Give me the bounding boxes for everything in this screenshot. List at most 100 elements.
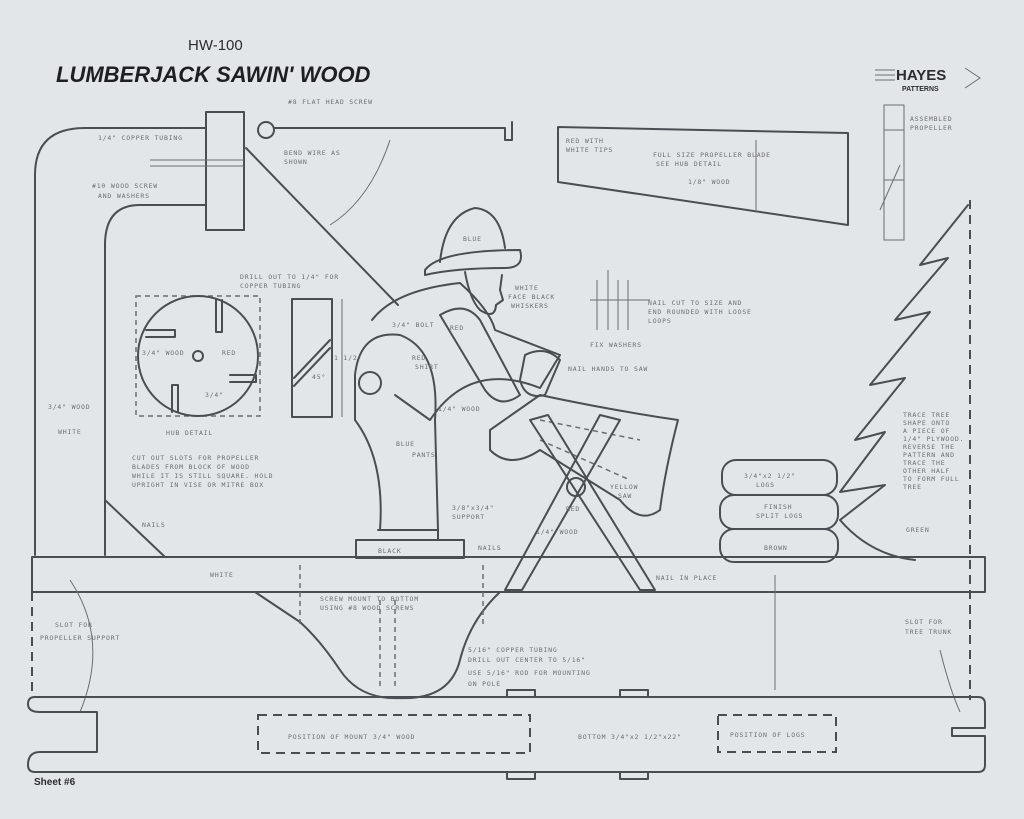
hub-block bbox=[205, 111, 245, 231]
label: POSITION OF LOGS bbox=[730, 731, 805, 739]
label: WHISKERS bbox=[511, 302, 549, 310]
label: 3/4" WOOD bbox=[48, 403, 90, 411]
label: TO FORM FULL bbox=[903, 475, 960, 483]
label: BLUE bbox=[463, 235, 482, 243]
propeller-support bbox=[34, 127, 206, 556]
label: END ROUNDED WITH LOOSE bbox=[648, 308, 752, 316]
label: SUPPORT bbox=[452, 513, 485, 521]
label: RED WITH bbox=[566, 137, 604, 145]
label: SHOWN bbox=[284, 158, 308, 166]
brand-sub: PATTERNS bbox=[902, 86, 939, 93]
label: RED bbox=[450, 324, 464, 332]
brand-name: HAYES bbox=[896, 67, 946, 84]
pattern-title: LUMBERJACK SAWIN' WOOD bbox=[56, 62, 371, 87]
label: PATTERN AND bbox=[903, 451, 955, 459]
label: 1/4" PLYWOOD. bbox=[903, 435, 964, 443]
label: WHITE bbox=[515, 284, 539, 292]
label: SHAPE ONTO bbox=[903, 419, 950, 427]
label: #10 WOOD SCREW bbox=[92, 182, 158, 190]
label: SLOT FOR bbox=[905, 618, 943, 626]
mount-position bbox=[257, 714, 531, 754]
label: USING #8 WOOD SCREWS bbox=[320, 604, 414, 612]
sheet-number: Sheet #6 bbox=[34, 777, 76, 788]
arm bbox=[439, 307, 521, 403]
label: TRACE TREE bbox=[903, 411, 950, 419]
label: REVERSE THE bbox=[903, 443, 955, 451]
label: 1/4" COPPER TUBING bbox=[98, 134, 183, 142]
annotations: #8 FLAT HEAD SCREW 1/4" COPPER TUBING #1… bbox=[40, 98, 964, 741]
label: COPPER TUBING bbox=[240, 282, 301, 290]
label: PROPELLER SUPPORT bbox=[40, 634, 120, 642]
label: FINISH bbox=[764, 503, 792, 511]
boots bbox=[355, 539, 465, 559]
label: FACE BLACK bbox=[508, 293, 555, 301]
label: BEND WIRE AS bbox=[284, 149, 341, 157]
label: DRILL OUT CENTER TO 5/16" bbox=[468, 656, 586, 664]
label: 1/8" WOOD bbox=[688, 178, 730, 186]
label: RED bbox=[566, 505, 580, 513]
label: DRILL OUT TO 1/4" FOR bbox=[240, 273, 339, 281]
hand bbox=[519, 350, 561, 397]
label: NAIL IN PLACE bbox=[656, 574, 717, 582]
label: 1 1/2" bbox=[334, 354, 362, 362]
label: NAILS bbox=[478, 544, 502, 552]
log-stack bbox=[719, 459, 839, 563]
lumberjack-figure bbox=[354, 207, 561, 559]
label: WHITE TIPS bbox=[566, 146, 613, 154]
label: 3/4" bbox=[205, 391, 224, 399]
propeller-blade bbox=[557, 126, 849, 226]
bottom-board bbox=[27, 696, 986, 773]
label: OTHER HALF bbox=[903, 467, 950, 475]
label: NAIL HANDS TO SAW bbox=[568, 365, 648, 373]
logs-position bbox=[717, 714, 837, 753]
label: WHITE bbox=[210, 571, 234, 579]
pants bbox=[354, 333, 439, 531]
label: 45° bbox=[312, 373, 326, 381]
label: LOOPS bbox=[648, 317, 672, 325]
wire bbox=[150, 121, 513, 306]
body bbox=[371, 282, 561, 421]
pattern-code: HW-100 bbox=[188, 37, 243, 54]
label: BLADES FROM BLOCK OF WOOD bbox=[132, 463, 250, 471]
label: FULL SIZE PROPELLER BLADE bbox=[653, 151, 771, 159]
label: SPLIT LOGS bbox=[756, 512, 803, 520]
label: 3/4"x2 1/2" bbox=[744, 472, 796, 480]
label: GREEN bbox=[906, 526, 930, 534]
hub-detail bbox=[137, 295, 259, 417]
label: LOGS bbox=[756, 481, 775, 489]
label: FIX WASHERS bbox=[590, 341, 642, 349]
label: PANTS bbox=[412, 451, 436, 459]
assembled-propeller bbox=[879, 104, 905, 241]
label: BROWN bbox=[764, 544, 788, 552]
label: POSITION OF MOUNT 3/4" WOOD bbox=[288, 733, 415, 741]
label: 3/4" WOOD bbox=[142, 349, 184, 357]
label: 3/4" BOLT bbox=[392, 321, 434, 329]
label: PROPELLER bbox=[910, 124, 952, 132]
label: WHILE IT IS STILL SQUARE. HOLD bbox=[132, 472, 273, 480]
label: WHITE bbox=[58, 428, 82, 436]
saw bbox=[489, 394, 679, 517]
label: CUT OUT SLOTS FOR PROPELLER bbox=[132, 454, 259, 462]
label: YELLOW bbox=[610, 483, 638, 491]
label: ASSEMBLED bbox=[910, 115, 952, 123]
washers-detail bbox=[590, 270, 650, 330]
label: ON POLE bbox=[468, 680, 501, 688]
tree bbox=[839, 204, 969, 561]
label: HUB DETAIL bbox=[166, 429, 213, 437]
label: BOTTOM 3/4"x2 1/2"x22" bbox=[578, 733, 682, 741]
label: SLOT FOR bbox=[55, 621, 93, 629]
bottom-tabs bbox=[506, 689, 649, 780]
label: SHIRT bbox=[415, 363, 439, 371]
label: NAIL CUT TO SIZE AND bbox=[648, 299, 742, 307]
label: NAILS bbox=[142, 521, 166, 529]
label: UPRIGHT IN VISE OR MITRE BOX bbox=[132, 481, 264, 489]
label: USE 5/16" ROD FOR MOUNTING bbox=[468, 669, 591, 677]
hub-side-view bbox=[291, 298, 333, 418]
label: AND WASHERS bbox=[98, 192, 150, 200]
label: TREE bbox=[903, 483, 922, 491]
label: BLACK bbox=[378, 547, 402, 555]
hayes-logo: HAYES PATTERNS bbox=[875, 67, 981, 93]
label: RED bbox=[412, 354, 426, 362]
